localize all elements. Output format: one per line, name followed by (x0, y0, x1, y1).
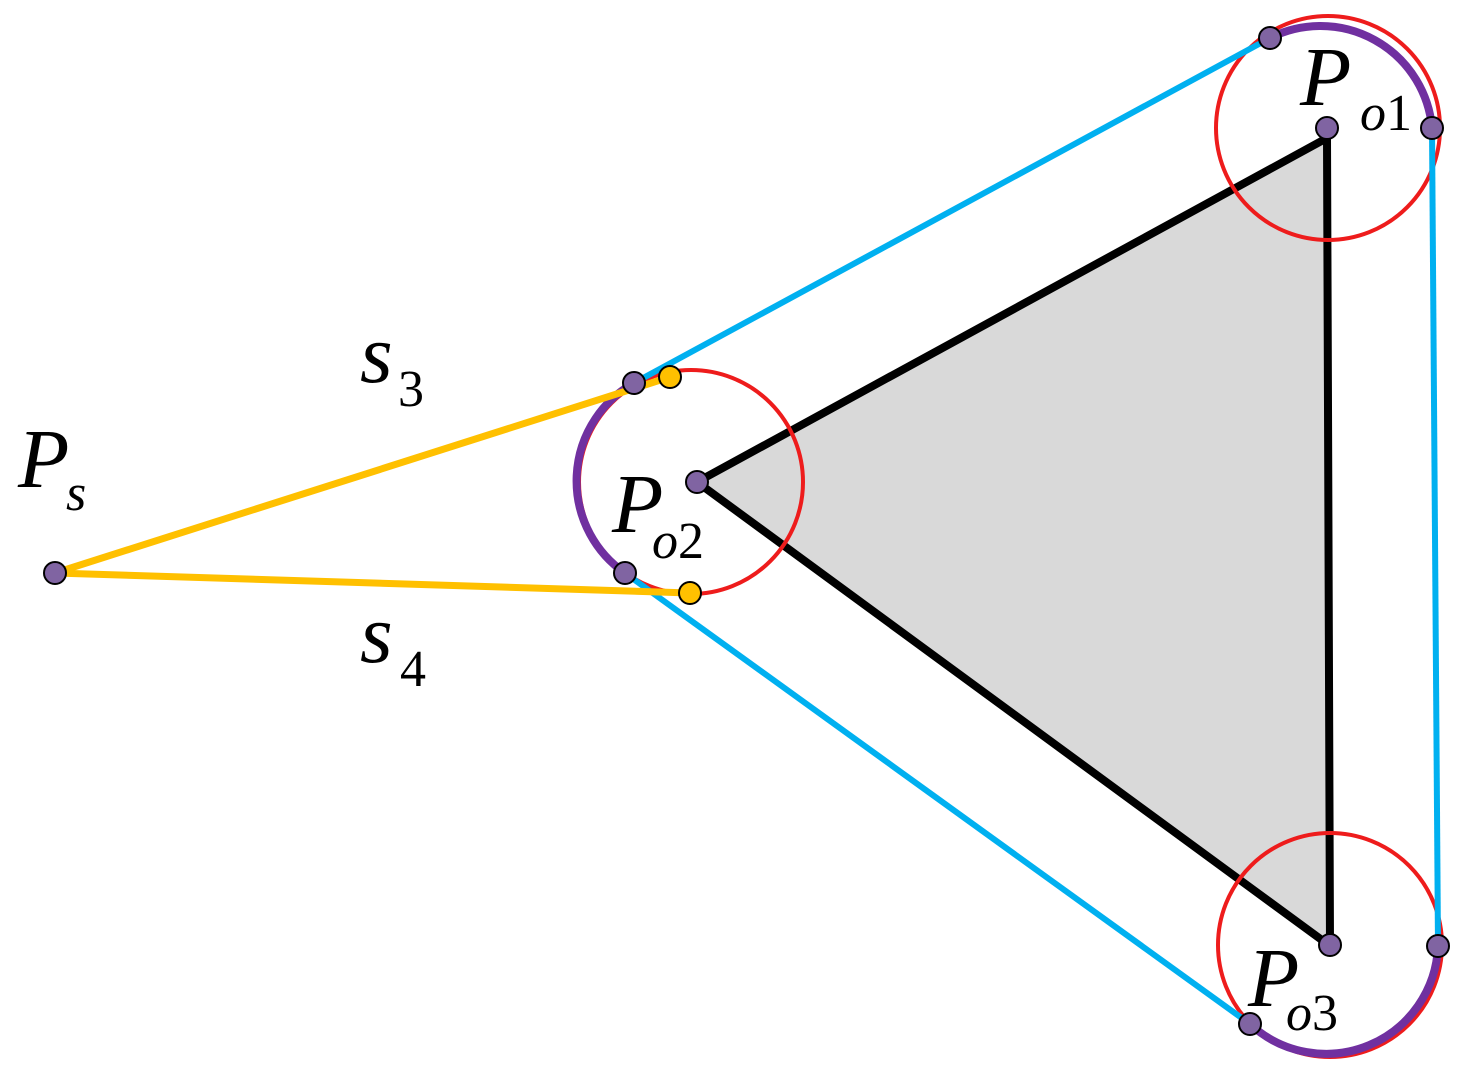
point-tangent-1 (1258, 26, 1282, 50)
label-ps: P s (17, 413, 86, 522)
point-s4-tangent (678, 581, 702, 605)
obstacle-triangle (689, 131, 1335, 954)
tangent-bottom (623, 570, 1252, 1027)
svg-text:1: 1 (1386, 85, 1412, 142)
point-po1-center (1315, 116, 1339, 140)
tangent-right (1429, 127, 1441, 947)
arc-po3 (1247, 945, 1442, 1058)
svg-text:s: s (360, 588, 393, 681)
svg-text:s: s (66, 465, 86, 522)
label-po3: P o 3 (1247, 932, 1338, 1042)
svg-text:o: o (652, 513, 678, 570)
tangent-top (632, 35, 1272, 386)
point-tangent-5 (622, 371, 646, 395)
point-tangent-6 (613, 561, 637, 585)
segment-s3 (53, 373, 672, 577)
arc-po1 (1268, 21, 1436, 129)
label-s4: s 4 (360, 588, 426, 698)
point-po2-center (685, 470, 709, 494)
svg-text:3: 3 (1312, 985, 1338, 1042)
label-s3: s 3 (360, 308, 424, 418)
label-po1: P o 1 (1299, 31, 1412, 142)
point-po3-center (1318, 933, 1342, 957)
svg-text:o: o (1286, 985, 1312, 1042)
segment-s4 (54, 569, 691, 597)
label-po2: P o 2 (611, 458, 704, 570)
svg-text:P: P (611, 458, 663, 551)
point-ps (43, 561, 67, 585)
svg-text:2: 2 (678, 513, 704, 570)
point-tangent-2 (1420, 116, 1444, 140)
arc-po2 (572, 379, 636, 577)
svg-text:4: 4 (400, 641, 426, 698)
point-s3-tangent (658, 365, 682, 389)
svg-text:s: s (360, 308, 393, 401)
svg-text:o: o (1360, 85, 1386, 142)
svg-text:P: P (1299, 31, 1351, 124)
point-tangent-3 (1426, 934, 1450, 958)
svg-text:3: 3 (398, 361, 424, 418)
point-tangent-4 (1238, 1012, 1262, 1036)
svg-text:P: P (17, 413, 69, 506)
svg-text:P: P (1247, 932, 1299, 1025)
